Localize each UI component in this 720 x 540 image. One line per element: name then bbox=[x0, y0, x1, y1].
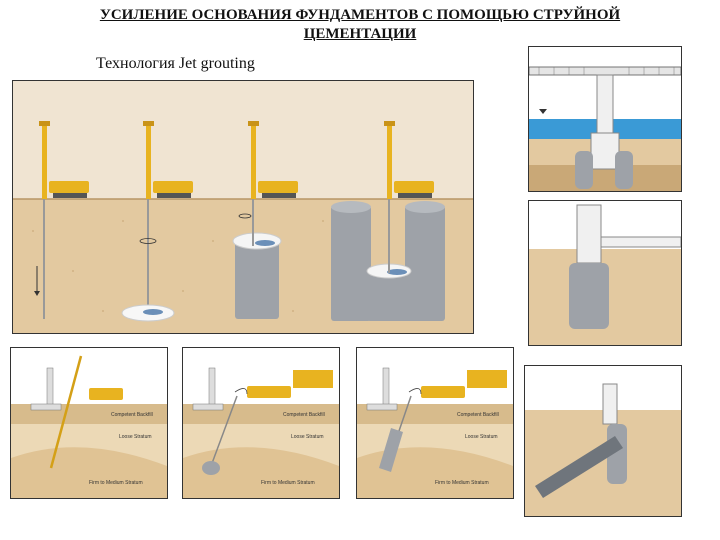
page-subtitle: Технология Jet grouting bbox=[96, 55, 255, 72]
foundation-water-panel bbox=[528, 46, 682, 192]
stratum-label-loose-1: Loose Stratum bbox=[119, 434, 152, 440]
jet-grouting-process-panel bbox=[12, 80, 474, 334]
foundation-column-panel bbox=[528, 200, 682, 346]
stratum-label-loose-3: Loose Stratum bbox=[465, 434, 498, 440]
drill-rig-1 bbox=[34, 121, 89, 319]
stratum-label-firm-1: Firm to Medium Stratum bbox=[89, 480, 143, 486]
stratum-label-firm-3: Firm to Medium Stratum bbox=[435, 480, 489, 486]
stage-drilling-panel: Competent Backfill Loose Stratum Firm to… bbox=[10, 347, 168, 499]
stratum-label-backfill-3: Competent Backfill bbox=[457, 412, 499, 418]
inclined-column-panel bbox=[524, 365, 682, 517]
stratum-label-backfill-1: Competent Backfill bbox=[111, 412, 153, 418]
title-line-1: УСИЛЕНИЕ ОСНОВАНИЯ ФУНДАМЕНТОВ С ПОМОЩЬЮ… bbox=[99, 7, 621, 23]
stage-jetting-panel: Competent Backfill Loose Stratum Firm to… bbox=[182, 347, 340, 499]
stratum-label-backfill-2: Competent Backfill bbox=[283, 412, 325, 418]
page-title: УСИЛЕНИЕ ОСНОВАНИЯ ФУНДАМЕНТОВ С ПОМОЩЬЮ… bbox=[0, 6, 720, 44]
drill-rig-3 bbox=[232, 121, 298, 319]
drill-rig-2 bbox=[121, 121, 193, 322]
drill-rig-4 bbox=[331, 121, 445, 321]
stratum-label-loose-2: Loose Stratum bbox=[291, 434, 324, 440]
title-line-2: ЦЕМЕНТАЦИИ bbox=[303, 26, 417, 42]
stratum-label-firm-2: Firm to Medium Stratum bbox=[261, 480, 315, 486]
stage-column-formation-panel: Competent Backfill Loose Stratum Firm to… bbox=[356, 347, 514, 499]
